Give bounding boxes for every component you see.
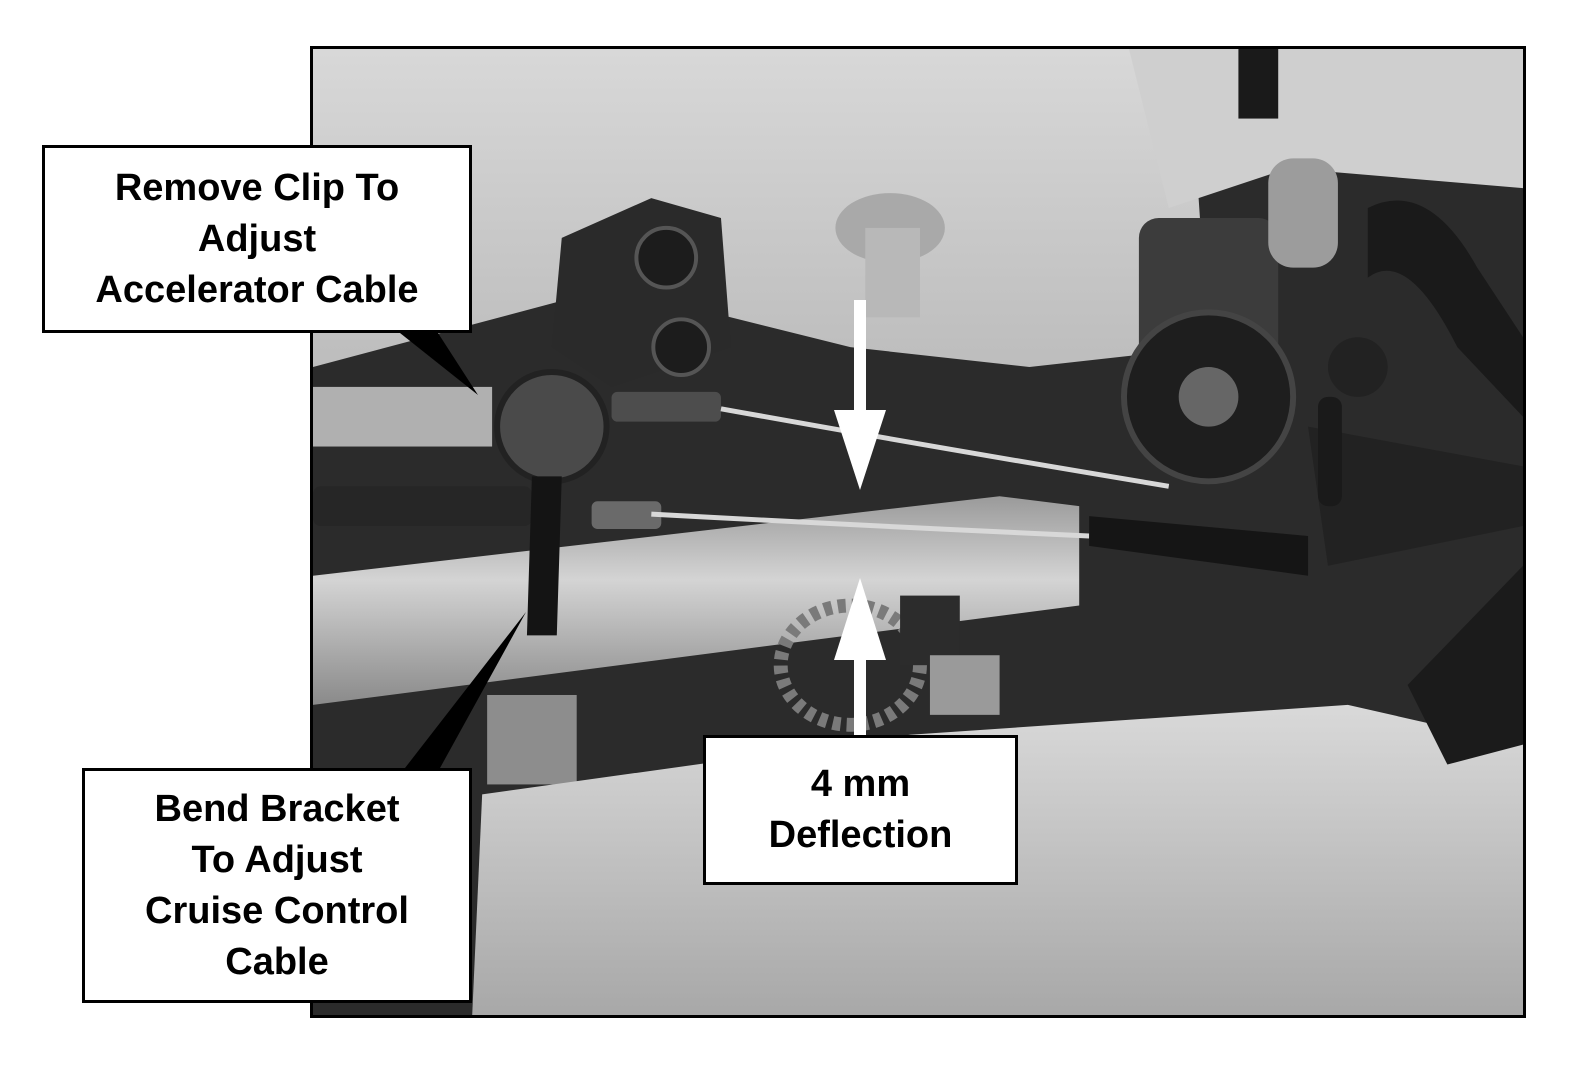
remove-clip-callout: Remove Clip To Adjust Accelerator Cable xyxy=(42,145,472,333)
remove-clip-text: Remove Clip To Adjust Accelerator Cable xyxy=(95,166,419,311)
bend-bracket-text: Bend Bracket To Adjust Cruise Control Ca… xyxy=(145,787,409,983)
bend-bracket-callout: Bend Bracket To Adjust Cruise Control Ca… xyxy=(82,768,472,1003)
deflection-callout: 4 mm Deflection xyxy=(703,735,1018,885)
deflection-text: 4 mm Deflection xyxy=(768,763,953,856)
